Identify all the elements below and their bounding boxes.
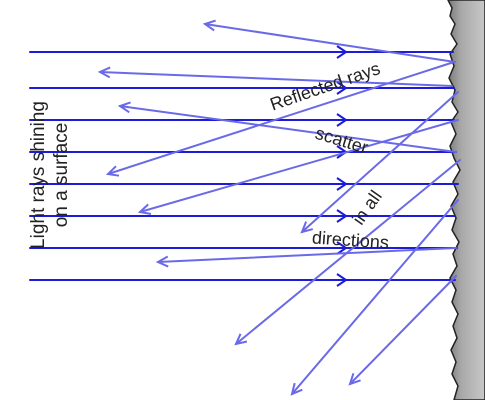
reflected-ray — [235, 159, 461, 345]
reflected-ray-arrowhead — [202, 19, 216, 32]
reflected-ray-arrowhead — [290, 382, 303, 396]
incident-label-line1: Light rays shining — [28, 101, 49, 249]
reflected-ray-arrowhead — [348, 373, 361, 386]
reflected-ray-arrowhead — [137, 203, 152, 216]
incident-ray-arrowhead — [336, 45, 348, 59]
reflected-ray — [139, 119, 459, 213]
incident-ray-arrowhead — [336, 81, 348, 95]
reflected-ray — [119, 105, 457, 153]
reflected-ray — [349, 275, 457, 385]
reflected-label-1: Reflected rays — [267, 58, 382, 114]
reflected-ray — [301, 91, 459, 233]
incident-ray-arrowhead — [336, 209, 348, 223]
reflected-ray-arrowhead — [155, 255, 169, 268]
incident-ray-arrowhead — [336, 273, 348, 287]
incident-ray-arrowhead — [336, 241, 348, 255]
reflected-ray-arrowhead — [234, 333, 248, 346]
reflected-ray-arrowhead — [300, 221, 314, 234]
reflected-ray — [99, 71, 453, 87]
incident-ray-arrowhead — [336, 113, 348, 127]
incident-rays — [29, 45, 459, 287]
reflected-ray — [107, 61, 455, 175]
incident-ray-arrowhead — [336, 177, 348, 191]
reflected-ray-arrowhead — [97, 66, 111, 79]
reflected-ray-arrowhead — [117, 101, 131, 114]
reflected-ray-arrowhead — [105, 165, 120, 177]
reflected-ray — [157, 247, 457, 263]
reflected-rays — [97, 19, 461, 396]
reflected-ray — [204, 23, 456, 63]
rough-surface — [447, 0, 485, 400]
reflected-label-3: in all — [348, 187, 386, 229]
incident-label-line2: on a surface — [51, 123, 72, 228]
reflected-ray — [291, 199, 459, 395]
